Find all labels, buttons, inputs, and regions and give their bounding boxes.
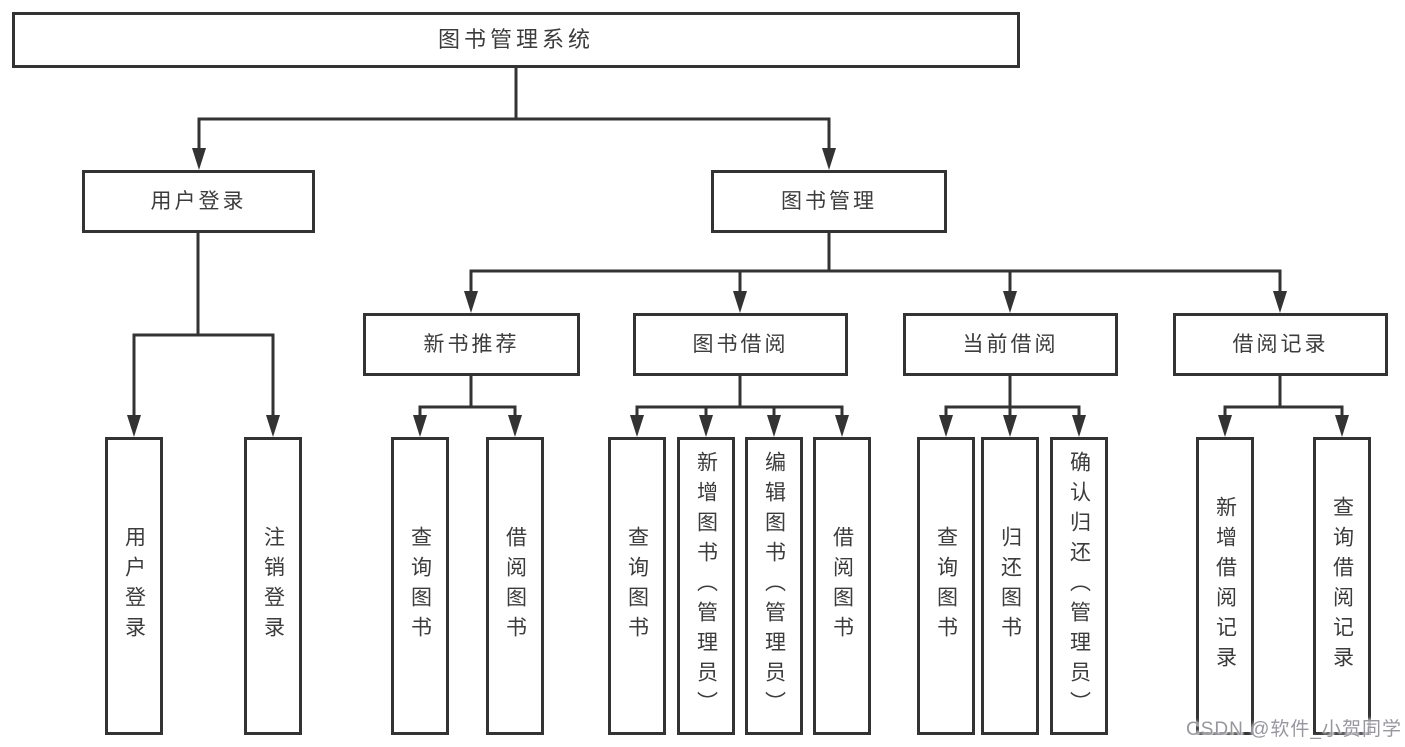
leaf-logout: 注销登录 xyxy=(244,437,302,735)
leaf-add-borrow-record: 新增借阅记录 xyxy=(1196,437,1254,735)
leaf-logout-label: 注销登录 xyxy=(261,526,285,646)
node-root: 图书管理系统 xyxy=(12,12,1020,68)
leaf-user-login-label: 用户登录 xyxy=(122,526,146,646)
leaf-add-book-admin: 新增图书（管理员） xyxy=(677,437,735,735)
leaf-current-query-book-label: 查询图书 xyxy=(934,526,958,646)
connector-current-borrow-to-leaves xyxy=(939,374,1086,437)
node-book-management-label: 图书管理 xyxy=(781,190,877,213)
connector-new-book-recommend-to-leaves xyxy=(413,374,522,437)
node-root-label: 图书管理系统 xyxy=(437,27,594,52)
node-new-book-recommend: 新书推荐 xyxy=(363,313,580,376)
node-new-book-recommend-label: 新书推荐 xyxy=(423,333,520,356)
leaf-return-book-label: 归还图书 xyxy=(998,526,1022,646)
node-current-borrow: 当前借阅 xyxy=(903,313,1118,376)
leaf-query-borrow-record-label: 查询借阅记录 xyxy=(1330,496,1354,676)
leaf-recommend-borrow-book: 借阅图书 xyxy=(486,437,544,735)
node-borrow-records: 借阅记录 xyxy=(1173,313,1388,376)
node-current-borrow-label: 当前借阅 xyxy=(962,333,1059,356)
leaf-confirm-return-admin: 确认归还（管理员） xyxy=(1050,437,1108,735)
connector-user-login-to-leaves xyxy=(127,233,280,437)
connector-book-borrow-to-leaves xyxy=(630,374,849,437)
leaf-recommend-query-book-label: 查询图书 xyxy=(408,526,432,646)
leaf-borrow-book-label: 借阅图书 xyxy=(830,526,854,646)
connector-book-management-to-level3 xyxy=(464,233,1287,313)
leaf-borrow-book: 借阅图书 xyxy=(813,437,871,735)
leaf-borrow-query-book: 查询图书 xyxy=(608,437,666,735)
connector-root-to-level2 xyxy=(192,66,836,170)
connector-borrow-records-to-leaves xyxy=(1218,374,1349,437)
leaf-edit-book-admin: 编辑图书（管理员） xyxy=(745,437,803,735)
leaf-user-login: 用户登录 xyxy=(105,437,163,735)
node-borrow-records-label: 借阅记录 xyxy=(1232,333,1329,356)
leaf-edit-book-admin-label: 编辑图书（管理员） xyxy=(762,451,786,721)
leaf-confirm-return-admin-label: 确认归还（管理员） xyxy=(1067,451,1091,721)
leaf-return-book: 归还图书 xyxy=(981,437,1039,735)
leaf-borrow-query-book-label: 查询图书 xyxy=(625,526,649,646)
node-user-login-branch: 用户登录 xyxy=(82,170,315,233)
node-book-borrow: 图书借阅 xyxy=(633,313,848,376)
leaf-add-book-admin-label: 新增图书（管理员） xyxy=(694,451,718,721)
watermark: CSDN @软件_小贺同学 xyxy=(1186,719,1402,740)
node-book-borrow-label: 图书借阅 xyxy=(692,333,789,356)
leaf-current-query-book: 查询图书 xyxy=(917,437,975,735)
node-book-management: 图书管理 xyxy=(711,170,947,233)
leaf-recommend-query-book: 查询图书 xyxy=(391,437,449,735)
leaf-add-borrow-record-label: 新增借阅记录 xyxy=(1213,496,1237,676)
node-user-login-branch-label: 用户登录 xyxy=(150,190,247,213)
leaf-recommend-borrow-book-label: 借阅图书 xyxy=(503,526,527,646)
leaf-query-borrow-record: 查询借阅记录 xyxy=(1313,437,1371,735)
